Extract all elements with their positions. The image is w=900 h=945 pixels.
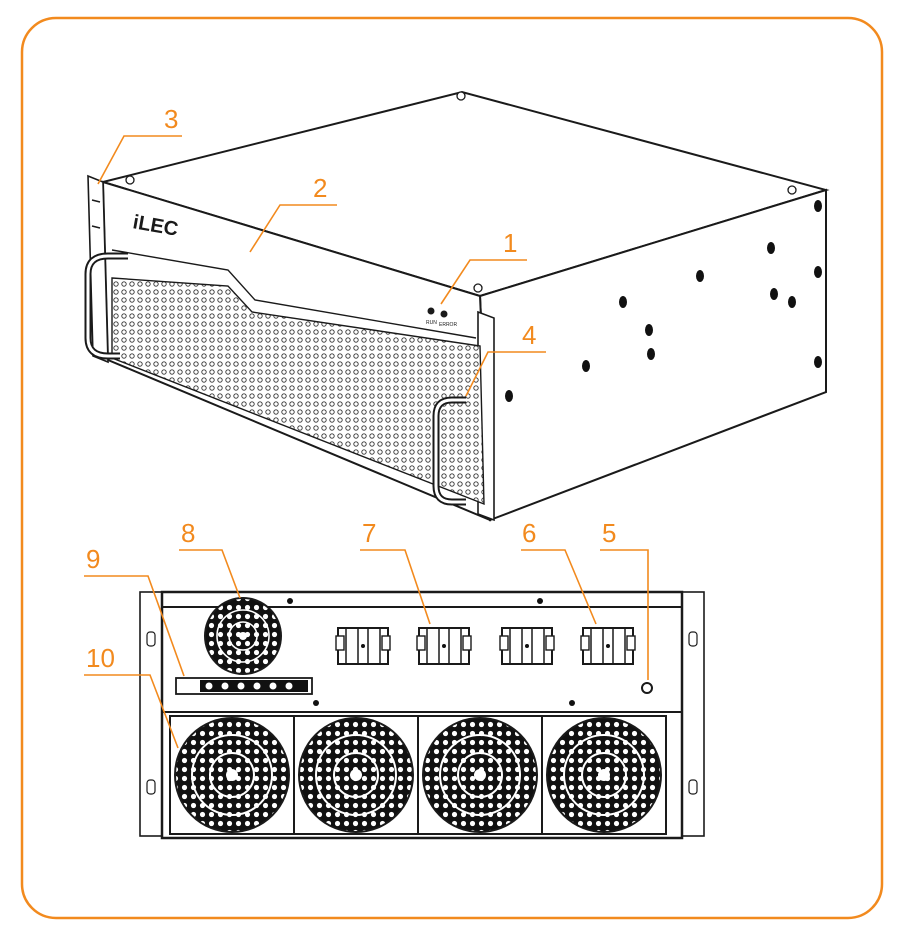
status-leds: RUN ERROR <box>426 307 457 328</box>
outer-frame <box>20 16 884 920</box>
leader-5 <box>600 549 649 680</box>
cooling-fan-4 <box>541 715 667 835</box>
leader-4 <box>465 351 546 397</box>
leader-7 <box>360 549 431 625</box>
power-terminal-3 <box>499 627 555 665</box>
callout-leaders <box>84 135 649 749</box>
cooling-fan-3 <box>417 715 543 835</box>
callout-1: 1 <box>503 228 517 258</box>
leader-10 <box>84 674 179 749</box>
signal-terminal-strip <box>175 677 313 695</box>
callout-5: 5 <box>602 518 616 548</box>
unit-rear-view <box>139 590 705 840</box>
callout-4: 4 <box>522 320 536 350</box>
callout-labels: 1 2 3 4 5 6 7 8 9 10 <box>86 104 616 673</box>
leader-1 <box>440 259 527 305</box>
error-led <box>440 310 448 318</box>
callout-2: 2 <box>313 173 327 203</box>
power-terminal-2 <box>416 627 472 665</box>
unit-isometric-view: iLEC RUN ERROR <box>84 90 830 522</box>
callout-10: 10 <box>86 643 115 673</box>
leader-8 <box>179 549 241 599</box>
top-screws <box>125 91 797 293</box>
leader-3 <box>97 135 182 185</box>
small-fan <box>204 597 282 675</box>
cooling-fan-1 <box>169 715 295 835</box>
error-led-label: ERROR <box>439 322 457 328</box>
callout-8: 8 <box>181 518 195 548</box>
callout-7: 7 <box>362 518 376 548</box>
run-led-label: RUN <box>426 320 437 326</box>
side-holes <box>505 200 822 402</box>
leader-9 <box>84 575 185 677</box>
cooling-fan-2 <box>293 715 419 835</box>
ground-terminal <box>641 682 653 694</box>
callout-3: 3 <box>164 104 178 134</box>
power-terminal-4 <box>580 627 636 665</box>
run-led <box>427 307 435 315</box>
callout-9: 9 <box>86 544 100 574</box>
callout-6: 6 <box>522 518 536 548</box>
power-terminal-1 <box>335 627 391 665</box>
leader-6 <box>521 549 597 625</box>
leader-2 <box>249 204 337 253</box>
